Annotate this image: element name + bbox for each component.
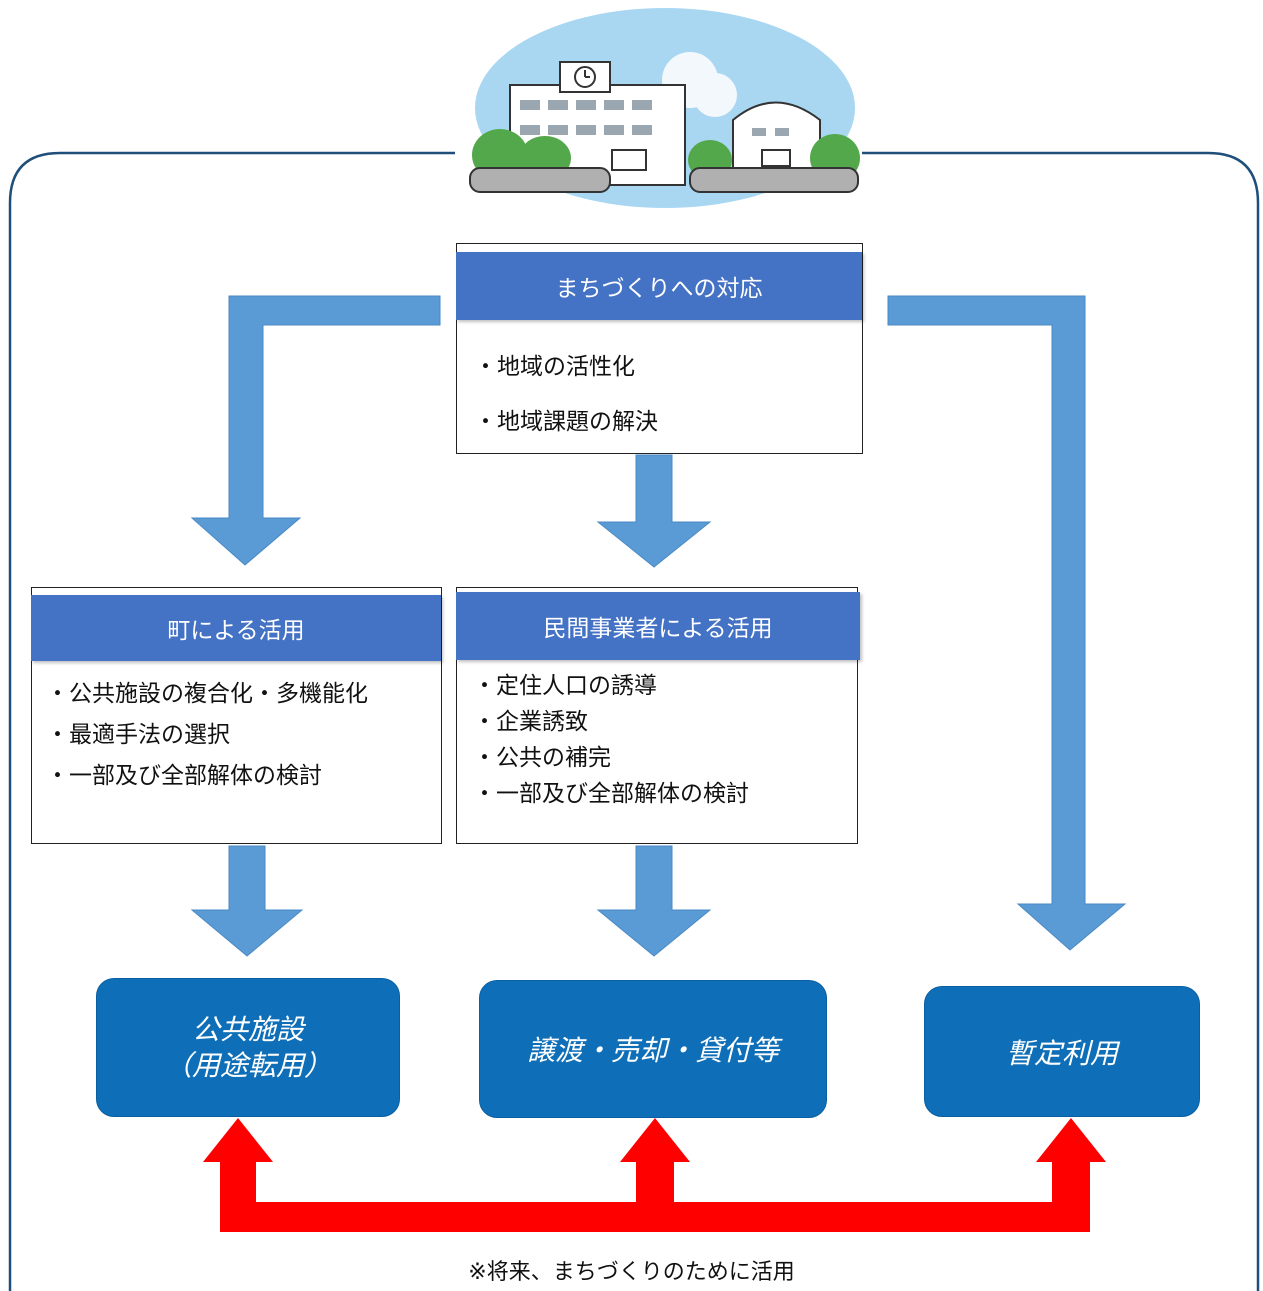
outcome-transfer-sale-lease: 譲渡・売却・貸付等 bbox=[479, 980, 827, 1118]
bullet-item: ・公共施設の複合化・多機能化 bbox=[46, 681, 368, 707]
outcome-public-facility: 公共施設 （用途転用） bbox=[96, 978, 400, 1117]
red-future-use-arrow bbox=[203, 1118, 1106, 1232]
school-building-illustration bbox=[469, 8, 860, 208]
arrow-from-left-box bbox=[190, 845, 304, 957]
center-box-header: まちづくりへの対応 bbox=[456, 252, 862, 320]
bullet-item: ・地域の活性化 bbox=[474, 354, 635, 380]
bullet-item: ・一部及び全部解体の検討 bbox=[46, 763, 322, 789]
outcome-public-facility-line1: 公共施設 bbox=[191, 1012, 304, 1046]
bullet-item: ・地域課題の解決 bbox=[474, 409, 658, 435]
arrow-to-temporary-use bbox=[887, 295, 1127, 951]
left-box-bullets: ・公共施設の複合化・多機能化 ・最適手法の選択 ・一部及び全部解体の検討 bbox=[46, 674, 368, 797]
bullet-item: ・最適手法の選択 bbox=[46, 722, 230, 748]
bullet-item: ・一部及び全部解体の検討 bbox=[473, 781, 749, 807]
arrow-from-middle-box bbox=[596, 845, 712, 957]
outer-frame bbox=[8, 151, 1260, 1291]
bullet-item: ・公共の補完 bbox=[473, 745, 611, 771]
footnote-future-use: ※将来、まちづくりのために活用 bbox=[468, 1260, 795, 1285]
arrow-to-left-box bbox=[190, 295, 441, 566]
outcome-public-facility-line2: （用途転用） bbox=[163, 1048, 332, 1082]
arrow-to-middle-box bbox=[596, 454, 712, 568]
left-box-header: 町による活用 bbox=[31, 595, 441, 661]
bullet-item: ・定住人口の誘導 bbox=[473, 673, 657, 699]
center-box-bullets: ・地域の活性化 ・地域課題の解決 bbox=[474, 340, 658, 450]
middle-box-bullets: ・定住人口の誘導 ・企業誘致 ・公共の補完 ・一部及び全部解体の検討 bbox=[473, 668, 749, 812]
bullet-item: ・企業誘致 bbox=[473, 709, 588, 735]
middle-box-header: 民間事業者による活用 bbox=[456, 592, 860, 660]
outcome-temporary-use: 暫定利用 bbox=[924, 986, 1200, 1117]
